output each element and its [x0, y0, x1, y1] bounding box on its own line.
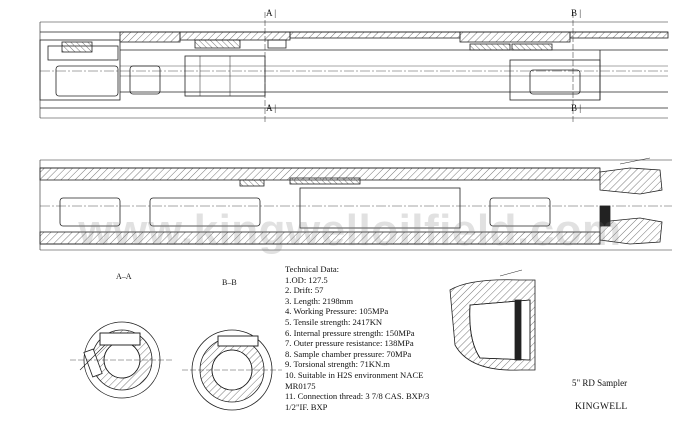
section-label-a-top: A |: [266, 8, 277, 18]
section-aa-view: [70, 321, 174, 399]
technical-data-item: 8. Sample chamber pressure: 70MPa: [285, 348, 412, 359]
top-assembly-view: [39, 12, 669, 124]
section-bb-view: [182, 329, 282, 411]
brand-name: KINGWELL: [575, 402, 628, 412]
technical-data-item: 3. Length: 2198mm: [285, 295, 354, 306]
technical-data-item: 10. Suitable in H2S environment NACE MR0…: [285, 369, 424, 391]
technical-data-item: 7. Outer pressure resistance: 138MPa: [285, 338, 414, 349]
section-label-a-bottom: A |: [266, 103, 277, 113]
section-label-b-top: B |: [571, 8, 582, 18]
technical-data-item: 4. Working Pressure: 105MPa: [285, 306, 389, 317]
section-title-bb: B–B: [222, 278, 237, 287]
middle-assembly-view: [39, 157, 672, 251]
technical-data-item: 9. Torsional strength: 71KN.m: [285, 359, 390, 370]
section-label-b-bottom: B |: [571, 103, 582, 113]
technical-data-item: 5. Tensile strength: 2417KN: [285, 316, 383, 327]
product-name: 5" RD Sampler: [572, 378, 628, 388]
section-title-aa: A–A: [116, 272, 132, 281]
thread-detail-view: [449, 269, 536, 371]
technical-data-title: Technical Data:: [285, 264, 340, 274]
technical-data-item: 2. Drift: 57: [285, 285, 324, 296]
technical-data-block: Technical Data: 1.OD: 127.5 2. Drift: 57…: [285, 264, 475, 412]
technical-data-item: 11. Connection thread: 3 7/8 CAS. BXP/3 …: [285, 391, 430, 412]
technical-data-item: 1.OD: 127.5: [285, 274, 328, 285]
technical-data-item: 6. Internal pressure strength: 150MPa: [285, 327, 415, 338]
